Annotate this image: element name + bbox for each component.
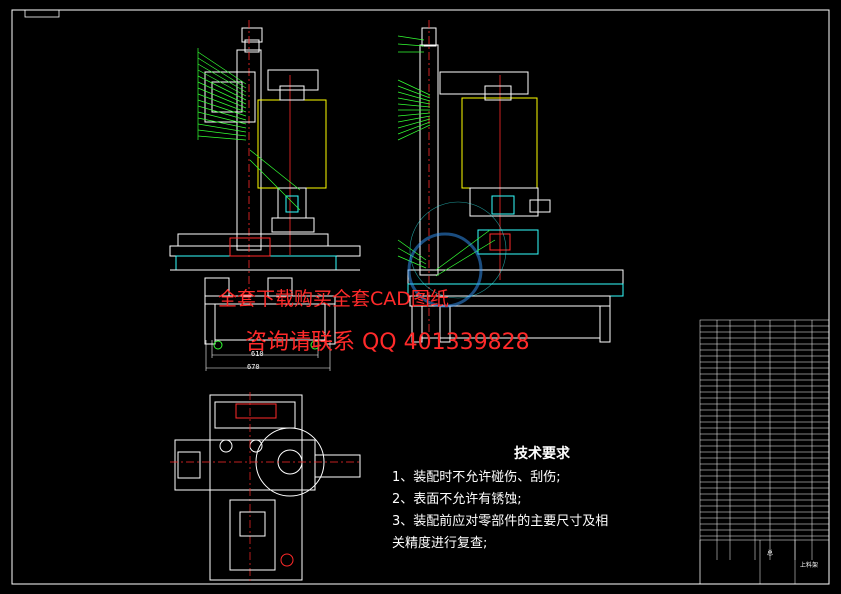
top-view	[170, 392, 361, 584]
title-block	[699, 319, 830, 585]
front-view	[169, 20, 361, 371]
watermark-line-1: 全套下载购买全套CAD图纸	[218, 288, 449, 310]
technical-requirements-title: 技术要求	[514, 446, 570, 462]
side-view	[397, 20, 624, 345]
outer-border	[11, 9, 830, 585]
watermark-line-2: 咨询请联系 QQ 401339828	[245, 330, 530, 355]
title-block-drawing-name: 上料架	[800, 562, 819, 569]
corner-tag-box	[24, 9, 60, 18]
dimension-outer-width: 670	[247, 363, 260, 371]
technical-requirements: 技术要求 1、装配时不允许碰伤、刮伤; 2、表面不允许有锈蚀; 3、装配前应对零…	[392, 443, 692, 555]
requirement-2: 2、表面不允许有锈蚀;	[392, 492, 522, 507]
requirement-3: 3、装配前应对零部件的主要尺寸及相	[392, 514, 609, 529]
title-block-mark: 总	[767, 550, 774, 557]
requirement-1: 1、装配时不允许碰伤、刮伤;	[392, 470, 561, 485]
watermark-logo	[407, 232, 483, 308]
requirement-3-continued: 关精度进行复查;	[392, 536, 488, 551]
dimension-inner-width: 610	[251, 350, 264, 358]
